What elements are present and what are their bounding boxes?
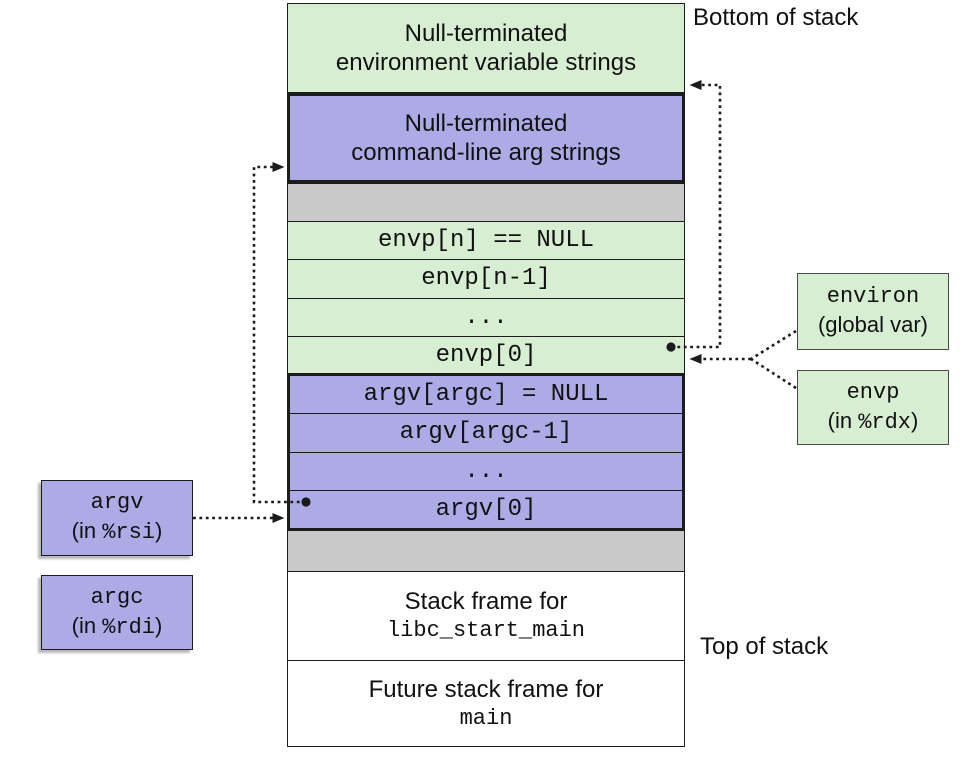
libc-frame-label: Stack frame for (404, 588, 568, 615)
envp-register-name: envp (846, 379, 900, 405)
env-strings-box: Null-terminated environment variable str… (287, 3, 685, 93)
envp-register-box: envp (in %rdx) (797, 370, 949, 445)
argc-register-name: argc (90, 584, 144, 610)
envp-row-null: envp[n] == NULL (288, 222, 684, 261)
main-frame-code: main (459, 705, 513, 731)
argv-row-n1: argv[argc-1] (290, 414, 682, 453)
main-frame: Future stack frame for main (287, 660, 685, 747)
argc-register-box: argc (in %rdi) (41, 575, 193, 650)
main-frame-label: Future stack frame for (368, 675, 604, 703)
argc-register-detail: (in %rdi) (71, 612, 163, 640)
env-strings-line1: Null-terminated (404, 20, 568, 47)
libc-start-main-frame: Stack frame for libc_start_main (287, 571, 685, 661)
libc-frame-code: libc_start_main (386, 618, 586, 643)
argv-array-block: argv[argc] = NULL argv[argc-1] ... argv[… (287, 373, 685, 531)
arrow-environ-fork (750, 329, 797, 361)
envp-row-dots: ... (288, 299, 684, 337)
envp-register-detail: (in %rdx) (827, 407, 919, 435)
arg-strings-box: Null-terminated command-line arg strings (287, 93, 685, 183)
environ-var-detail: (global var) (817, 311, 929, 337)
environ-var-name: environ (826, 283, 920, 309)
argv-row-null: argv[argc] = NULL (290, 376, 682, 415)
environ-var-box: environ (global var) (797, 273, 949, 350)
arg-strings-line1: Null-terminated (404, 110, 568, 137)
envp-row-0: envp[0] (435, 341, 537, 369)
argv-row-0: argv[0] (435, 495, 537, 523)
arrow-envpbox-fork (750, 357, 797, 390)
argv-register-box: argv (in %rsi) (41, 480, 193, 556)
argv-row-dots: ... (290, 453, 682, 491)
envp-array-block: envp[n] == NULL envp[n-1] ... envp[0] (287, 221, 685, 375)
bottom-of-stack-label: Bottom of stack (693, 4, 859, 31)
argv-register-detail: (in %rsi) (71, 518, 163, 545)
unused-gap-lower (287, 530, 685, 572)
env-strings-line2: environment variable strings (335, 49, 637, 76)
envp-row-n1: envp[n-1] (288, 260, 684, 299)
arg-strings-line2: command-line arg strings (351, 139, 621, 166)
argv-register-name: argv (90, 490, 144, 515)
top-of-stack-label: Top of stack (700, 633, 829, 660)
unused-gap-upper (287, 183, 685, 223)
